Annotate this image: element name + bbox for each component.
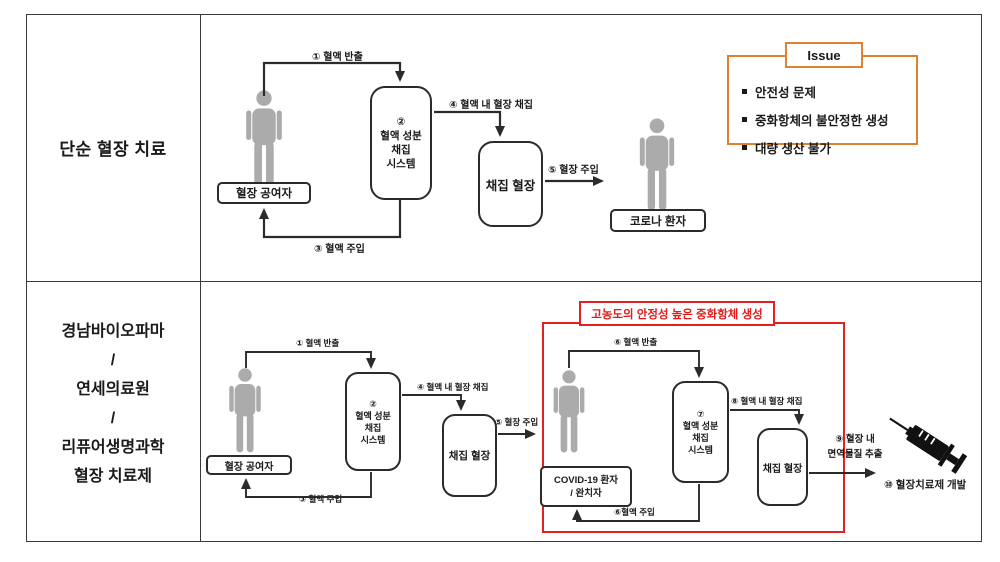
- step8-label: ⑧ 혈액 내 혈장 채집: [731, 396, 803, 406]
- system-box-line: 채집: [364, 422, 382, 433]
- issue-item-text: 대량 생산 불가: [755, 142, 831, 156]
- step10-label: ⑩ 혈장치료제 개발: [884, 479, 967, 491]
- row2-header: 경남바이오파마 / 연세의료원 / 리퓨어생명과학 혈장 치료제: [26, 273, 200, 534]
- plasma-donor-icon: [238, 88, 290, 190]
- collected-plasma-box: 채집 혈장: [478, 141, 543, 227]
- collected-plasma-box-bottom: 채집 혈장: [442, 414, 497, 497]
- step5-label: ⑤ 혈장 주입: [548, 165, 599, 176]
- step9-line: 면역물질 추출: [827, 449, 883, 460]
- plasma-donor-icon-bottom: [222, 366, 268, 456]
- system-box-line: 채집: [391, 144, 411, 156]
- system-box-line: 시스템: [688, 445, 713, 455]
- bullet-square-icon: [742, 89, 747, 94]
- system-box-line: 시스템: [386, 158, 416, 170]
- table-column-divider: [200, 14, 201, 542]
- bullet-square-icon: [742, 145, 747, 150]
- system-box-line: 채집: [692, 433, 709, 443]
- step3-label-bottom: ③ 혈액 주입: [299, 494, 343, 504]
- issue-item-text: 중화항체의 불안정한 생성: [755, 114, 889, 128]
- row1-header: 단순 혈장 치료: [59, 140, 167, 159]
- blood-collection-system-box-red: ⑦ 혈액 성분 채집 시스템: [672, 381, 729, 483]
- donor-label-box: 혈장 공여자: [217, 182, 311, 204]
- table-row-divider: [26, 281, 982, 282]
- system-box-line: 시스템: [360, 434, 386, 445]
- syringe-icon: [880, 404, 972, 480]
- step1-label: ① 혈액 반출: [312, 52, 363, 63]
- covid-patient-label-box: COVID-19 환자 / 완치자: [540, 466, 632, 507]
- collected-plasma-label: 채집 혈장: [762, 463, 803, 475]
- issue-title-tab: Issue: [785, 42, 863, 68]
- system-box-line: ⑦: [696, 409, 705, 419]
- collected-plasma-label: 채집 혈장: [448, 450, 491, 462]
- system-box-line: 혈액 성분: [682, 421, 719, 431]
- collected-plasma-box-red: 채집 혈장: [757, 428, 808, 506]
- donor-label-box-bottom: 혈장 공여자: [206, 455, 292, 475]
- step5-label-bottom: ⑤ 혈장 주입: [495, 417, 539, 427]
- step1-label-bottom: ① 혈액 반출: [296, 338, 340, 348]
- system-box-line: ②: [396, 116, 406, 128]
- row2-header-line: 리퓨어생명과학: [61, 438, 165, 456]
- collected-plasma-label: 채집 혈장: [485, 178, 536, 193]
- row2-header-line: /: [110, 409, 116, 427]
- blood-collection-system-box-bottom: ② 혈액 성분 채집 시스템: [345, 372, 401, 471]
- row2-header-line: 경남바이오파마: [61, 322, 165, 340]
- corona-patient-icon: [631, 116, 683, 214]
- table-outer-border: [26, 14, 982, 542]
- system-box-line: ②: [369, 398, 377, 409]
- step9-line: ⑨ 혈장 내: [835, 434, 875, 445]
- covid-label-line: COVID-19 환자: [554, 474, 618, 486]
- issue-item-text: 안전성 문제: [755, 86, 816, 100]
- blood-collection-system-box: ② 혈액 성분 채집 시스템: [370, 86, 432, 200]
- system-box-line: 혈액 성분: [380, 130, 422, 142]
- step3-label: ③ 혈액 주입: [314, 244, 365, 255]
- covid-patient-icon: [547, 368, 591, 456]
- red-highlight-title: 고농도의 안정성 높은 중화항체 생성: [579, 301, 775, 326]
- issue-panel: 안전성 문제 중화항체의 불안정한 생성 대량 생산 불가: [727, 55, 918, 156]
- covid-label-line: / 완치자: [570, 487, 602, 499]
- step4-label-bottom: ④ 혈액 내 혈장 채집: [417, 382, 489, 392]
- row2-header-line: 혈장 치료제: [73, 467, 153, 485]
- system-box-line: 혈액 성분: [355, 410, 391, 421]
- row2-header-line: /: [110, 351, 116, 369]
- corona-patient-label-box: 코로나 환자: [610, 209, 706, 232]
- step9-label: ⑨ 혈장 내 면역물질 추출: [810, 432, 900, 462]
- step4-label: ④ 혈액 내 혈장 채집: [449, 100, 533, 111]
- row2-header-line: 연세의료원: [76, 380, 150, 398]
- step6-label: ⑥ 혈액 반출: [614, 337, 658, 347]
- step-return-label: ⑥혈액 주입: [614, 507, 655, 517]
- bullet-square-icon: [742, 117, 747, 122]
